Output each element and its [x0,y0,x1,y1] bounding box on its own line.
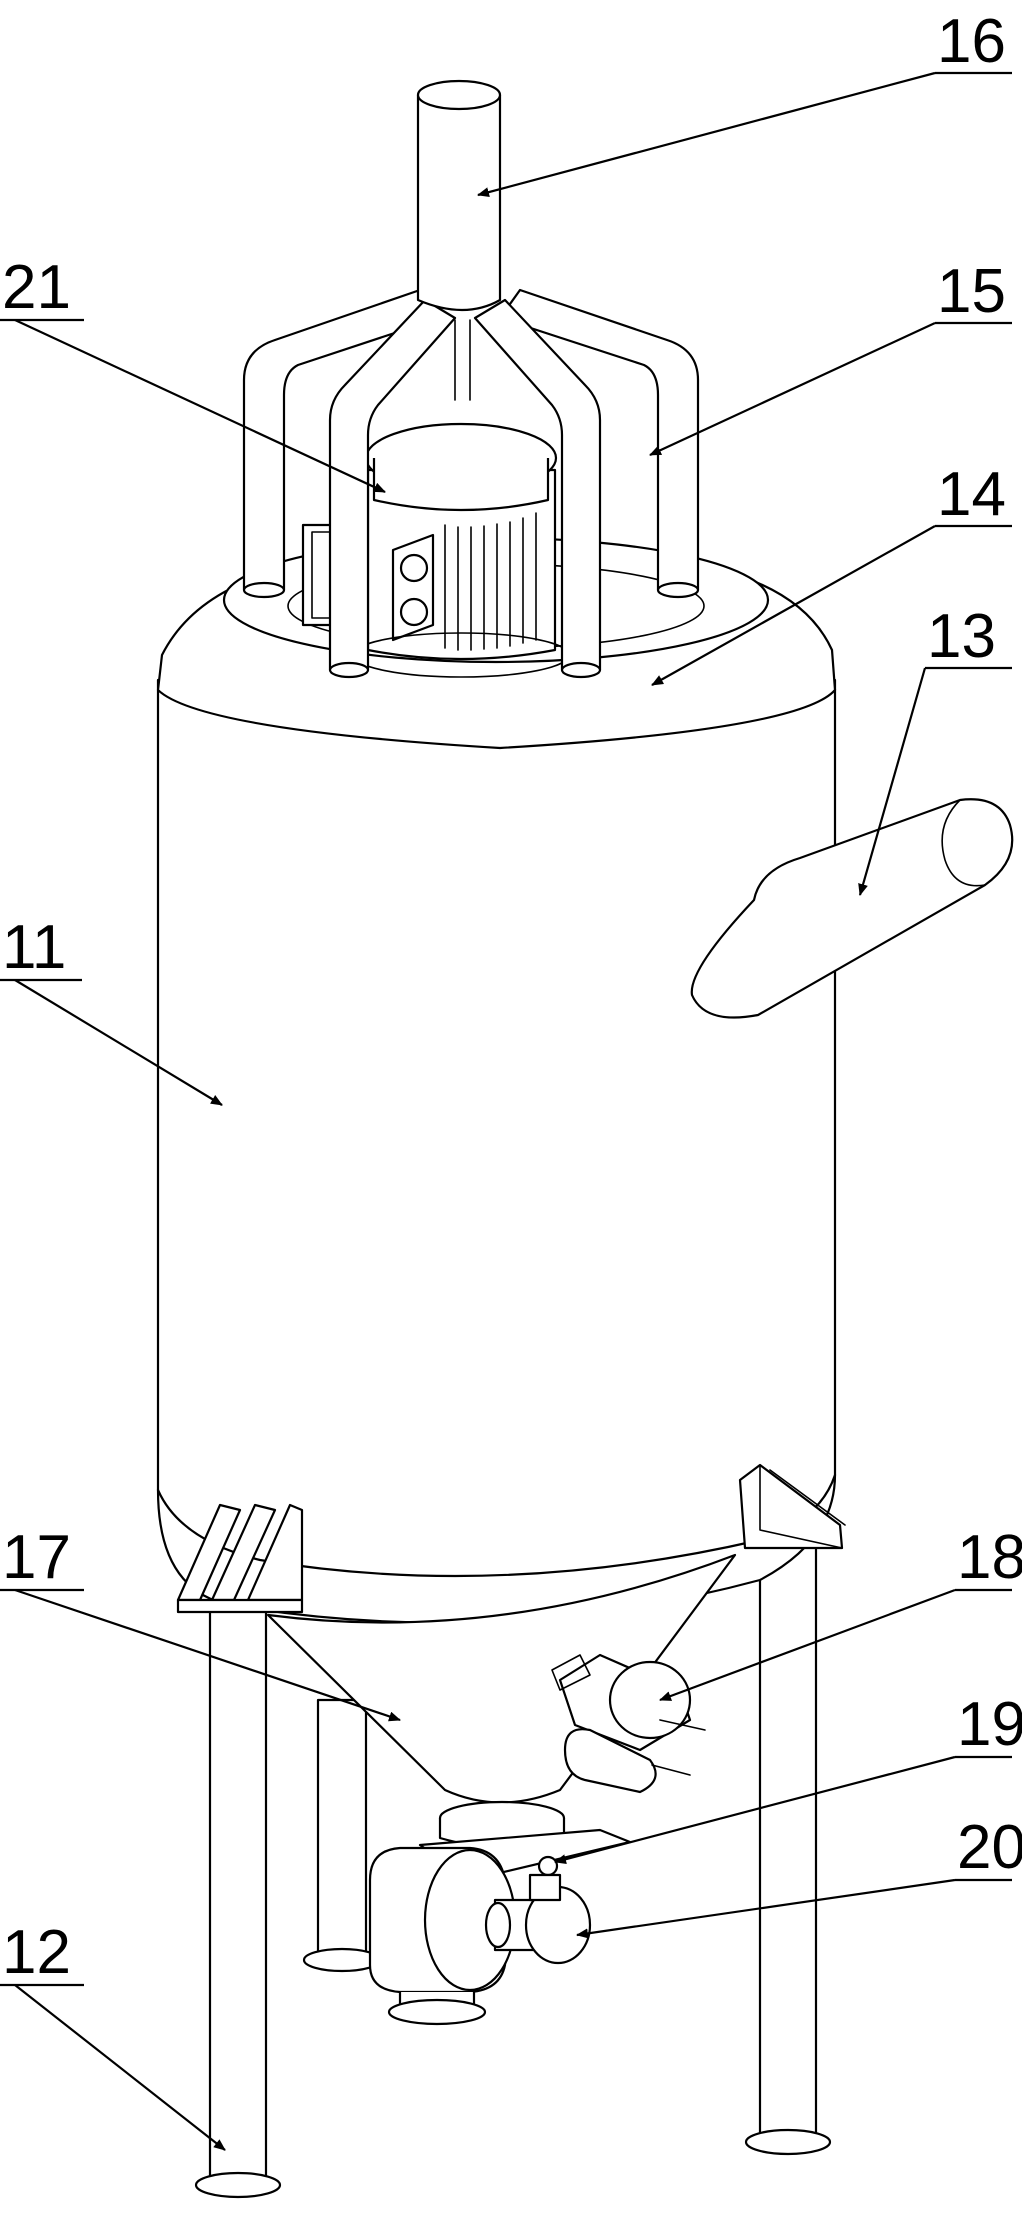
part-labels: 16 21 15 14 13 11 17 18 19 20 12 [2,7,1022,1987]
label-13: 13 [927,602,996,671]
leader-21 [14,319,386,493]
vibrator-unit [551,1653,706,1794]
leader-18 [659,1588,956,1702]
tank-body [156,678,837,1624]
label-21: 21 [2,253,71,322]
leader-11 [14,979,223,1106]
label-14: 14 [937,460,1006,529]
leader-14 [651,525,936,686]
leader-lines [14,71,956,2151]
label-18: 18 [957,1523,1022,1592]
leader-17 [14,1588,401,1722]
leader-16 [477,71,936,197]
label-11: 11 [2,913,66,982]
pipe-manifold [242,79,700,679]
label-15: 15 [937,257,1006,326]
label-16: 16 [937,7,1006,76]
label-20: 20 [957,1813,1022,1882]
side-inlet [690,798,1014,1019]
label-17: 17 [2,1523,71,1592]
label-19: 19 [957,1690,1022,1759]
leader-12 [14,1984,226,2151]
leader-19 [554,1755,956,1865]
label-12: 12 [2,1918,71,1987]
label-underlines [0,71,1012,1987]
leader-20 [576,1878,956,1939]
leg-brackets [176,1463,846,1614]
rotary-valve [368,1846,592,2026]
leader-15 [649,322,936,456]
leader-13 [858,667,927,896]
